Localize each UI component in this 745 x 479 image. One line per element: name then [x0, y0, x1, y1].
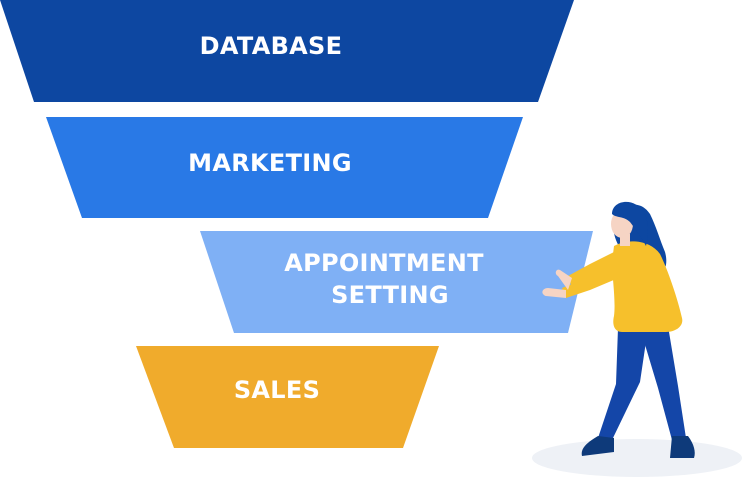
stage-shape-appointment-setting — [200, 231, 593, 333]
torso — [612, 241, 683, 332]
funnel-stage-database: DATABASE — [0, 0, 574, 102]
funnel-stage-marketing: MARKETING — [46, 117, 523, 218]
stage-label-appointment: APPOINTMENT — [284, 249, 484, 277]
hand-upper — [555, 269, 572, 290]
neck — [620, 234, 630, 246]
woman-pushing-illustration — [532, 201, 742, 477]
stage-label-setting: SETTING — [331, 281, 449, 309]
left-leg — [598, 328, 648, 440]
stage-label-marketing: MARKETING — [188, 149, 352, 177]
stage-label-database: DATABASE — [200, 32, 343, 60]
funnel-stage-appointment-setting: APPOINTMENT SETTING — [200, 231, 593, 333]
lower-arm — [562, 262, 628, 298]
right-shoe — [670, 436, 695, 458]
stage-shape-database — [0, 0, 574, 102]
stage-shape-sales — [136, 346, 439, 448]
upper-arm — [568, 250, 628, 288]
stage-shape-marketing — [46, 117, 523, 218]
left-shoe — [581, 436, 614, 456]
right-leg — [640, 326, 686, 440]
hand-lower — [542, 288, 566, 298]
floor-shadow — [532, 439, 742, 477]
stage-label-sales: SALES — [234, 376, 320, 404]
funnel-stage-sales: SALES — [136, 346, 439, 448]
hair-front — [612, 201, 648, 246]
